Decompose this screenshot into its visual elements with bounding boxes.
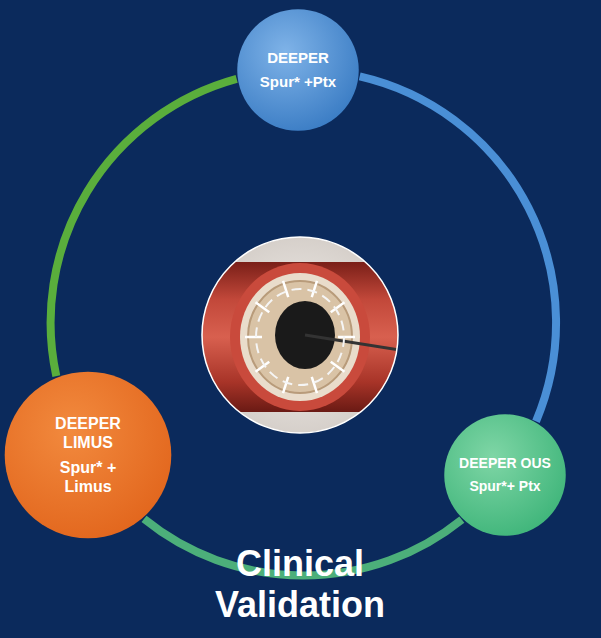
illustration-border: [202, 237, 398, 433]
circle-fill: [237, 9, 359, 131]
plaque: [248, 281, 352, 393]
stent-strut: [312, 377, 317, 393]
stent-strut: [245, 336, 262, 339]
stent-strut: [283, 281, 288, 297]
node-heading: DEEPER OUS: [459, 455, 551, 472]
stent-struts: [245, 281, 355, 393]
guidewire: [305, 335, 400, 350]
circle-fill: [444, 414, 566, 536]
stent-ring: [256, 289, 344, 385]
circle-node: DEEPER LIMUS Spur* + Limus: [3, 370, 173, 540]
diagram-title: Clinical Validation: [190, 543, 410, 626]
circle-shape: [443, 413, 567, 537]
circle-fill: [5, 372, 172, 539]
node-heading: DEEPER LIMUS: [38, 414, 138, 452]
node-body: Spur*+ Ptx: [469, 478, 540, 495]
vessel-inner: [240, 273, 360, 401]
vessel-wall: [230, 263, 370, 411]
node-body: Spur* + Limus: [38, 458, 138, 496]
node-body: Spur* +Ptx: [260, 73, 336, 91]
stent-strut: [338, 336, 355, 339]
node-heading: DEEPER: [267, 49, 329, 67]
vessel-tube: [200, 262, 410, 412]
circle-node: DEEPER OUS Spur*+ Ptx: [443, 413, 567, 537]
stent-strut: [283, 377, 288, 393]
illustration-group: [200, 235, 410, 435]
circle-node: DEEPER Spur* +Ptx: [236, 8, 360, 132]
circle-shape: [236, 8, 360, 132]
circle-shape: [3, 370, 173, 540]
stent-strut: [312, 281, 317, 297]
